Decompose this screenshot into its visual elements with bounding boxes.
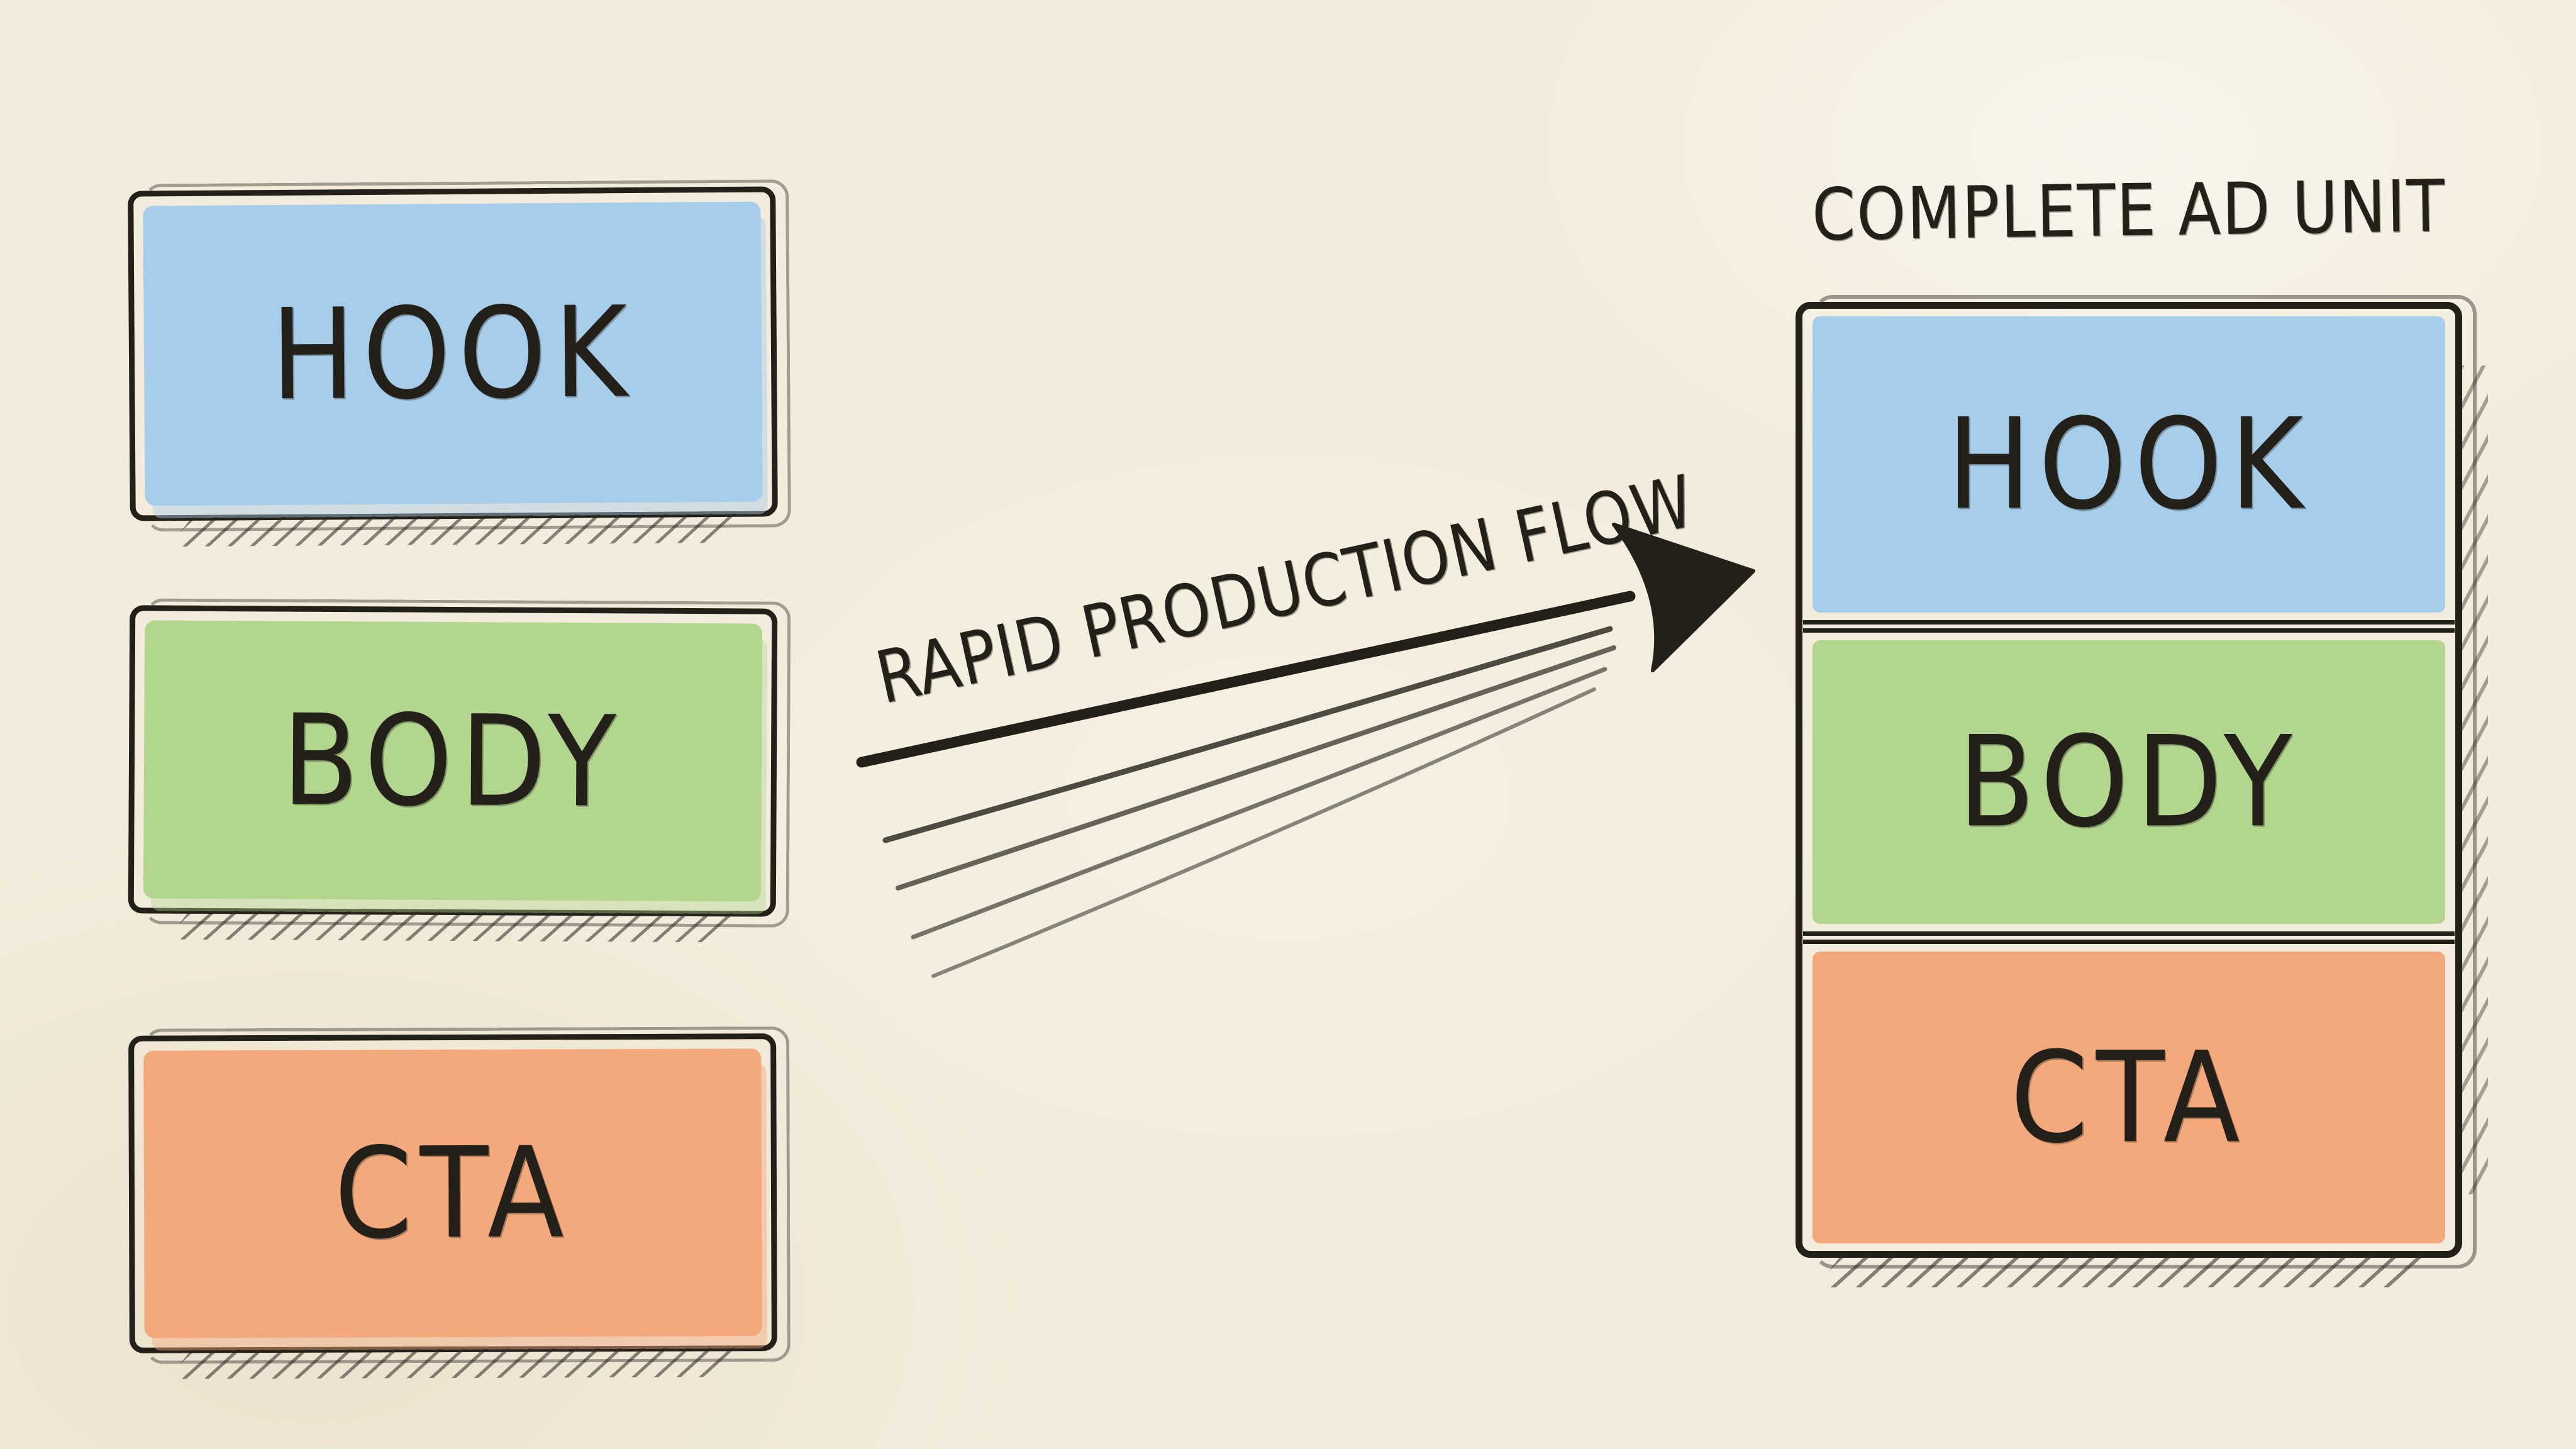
body-box-label: BODY <box>281 687 625 835</box>
flow-arrow <box>856 523 1755 978</box>
body-component-box: BODY <box>128 605 778 917</box>
arrow-speed-line <box>931 687 1596 978</box>
section-divider <box>1803 931 2455 944</box>
hook-component-box: HOOK <box>128 186 778 521</box>
ad-unit-body-section: BODY <box>1802 633 2455 931</box>
cta-box-label: CTA <box>334 1119 572 1267</box>
arrow-speed-line <box>882 626 1613 843</box>
ad-unit-hook-label: HOOK <box>1946 391 2311 538</box>
ad-unit-body-label: BODY <box>1958 709 2300 855</box>
ad-unit-hook-fill <box>1813 316 2445 613</box>
ad-unit-cta-section: CTA <box>1802 944 2455 1251</box>
ad-unit-body-fill <box>1813 640 2445 924</box>
section-divider <box>1803 620 2455 633</box>
cta-component-box: CTA <box>128 1033 777 1353</box>
ad-unit-cta-fill <box>1813 952 2445 1243</box>
ad-unit-title: COMPLETE AD UNIT <box>1811 165 2446 257</box>
ad-unit-cta-label: CTA <box>2010 1024 2248 1170</box>
arrow-speed-line <box>911 667 1607 940</box>
ad-unit-hook-section: HOOK <box>1802 309 2455 620</box>
complete-ad-unit-box: HOOK BODY CTA <box>1796 295 2488 1269</box>
arrow-shaft <box>856 591 1636 768</box>
hook-box-label: HOOK <box>270 279 636 428</box>
arrow-speed-line <box>896 645 1616 891</box>
sketch-hatch-right <box>2460 365 2488 1195</box>
arrow-head <box>1612 523 1755 672</box>
